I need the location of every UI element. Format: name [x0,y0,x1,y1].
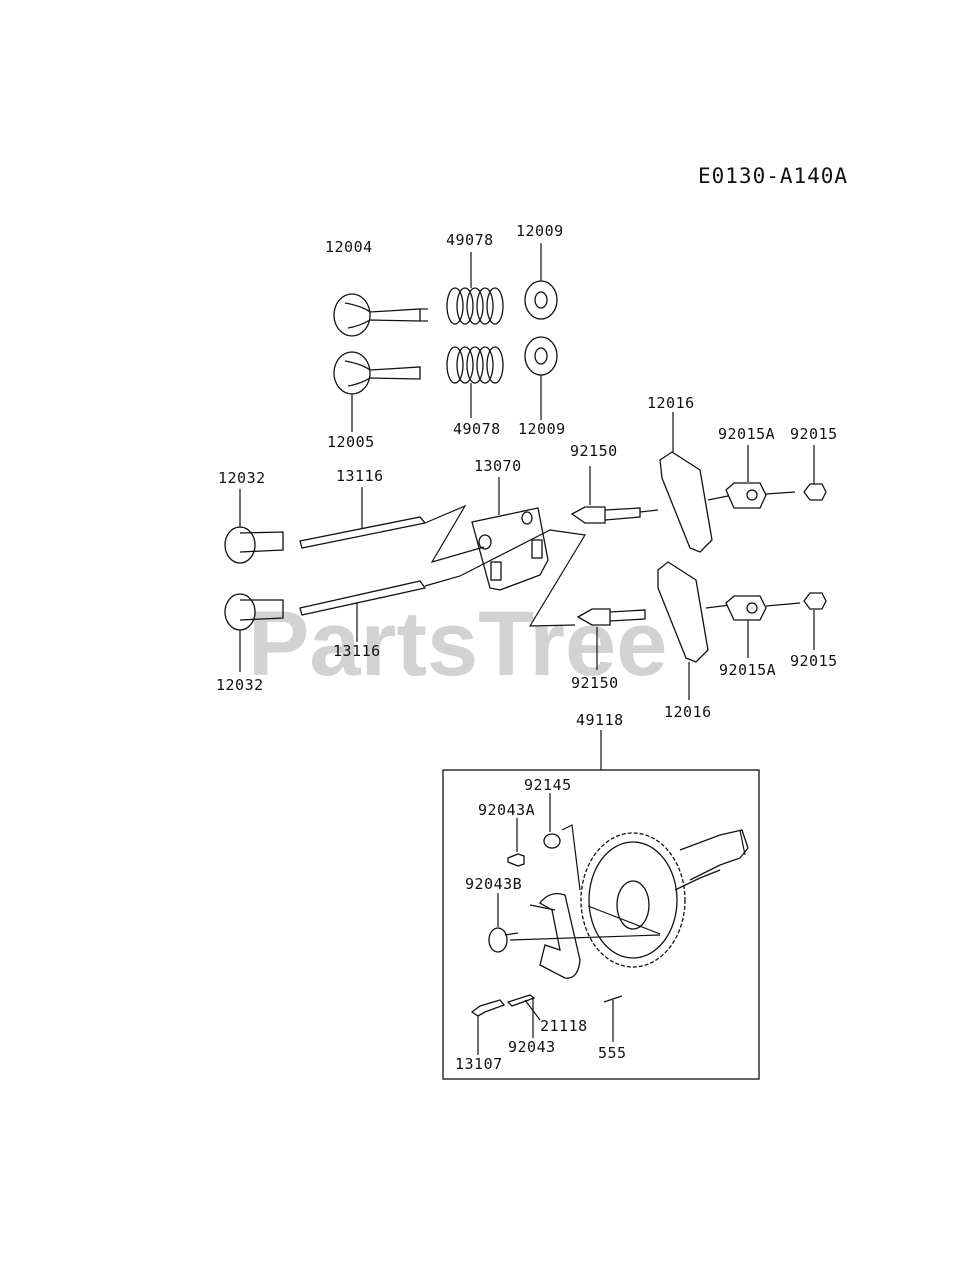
spring-92145 [543,793,581,891]
adjust-screw-top-92150 [570,466,659,524]
label-92015-top: 92015 [790,425,838,443]
camshaft-gear-49118 [580,829,749,968]
adjust-screw-bottom-92150 [576,608,646,670]
valve-spring-bottom-49078 [446,346,504,418]
tappet-top-12032 [224,489,284,564]
label-92043: 92043 [508,1038,556,1056]
diagram-code: E0130-A140A [698,164,848,188]
label-12016-top: 12016 [647,394,695,412]
label-92015A-bottom: 92015A [719,661,776,679]
camshaft-assembly-box [442,730,760,1080]
valve-spring-top-49078 [446,252,504,325]
label-555: 555 [598,1044,627,1062]
nut-top-92015 [803,445,827,501]
label-49078-top: 49078 [446,231,494,249]
label-12009-bottom: 12009 [518,420,566,438]
label-12005: 12005 [327,433,375,451]
push-rod-bottom-13116 [299,580,427,642]
label-12016-bottom: 12016 [664,703,712,721]
label-12032-bottom: 12032 [216,676,264,694]
label-12032-top: 12032 [218,469,266,487]
pin-21118-92043 [506,994,541,1038]
rocker-arm-bottom-12016 [657,561,739,700]
pin-92043A [507,818,525,867]
spring-retainer-top-12009 [524,243,558,320]
pin-555 [603,995,623,1042]
label-92015-bottom: 92015 [790,652,838,670]
valve-intake-12004 [333,293,428,337]
label-49118: 49118 [576,711,624,729]
label-92015A-top: 92015A [718,425,775,443]
tappet-bottom-12032 [224,593,284,672]
spring-retainer-bottom-12009 [524,336,558,420]
label-13116-bottom: 13116 [333,642,381,660]
label-13107: 13107 [455,1055,503,1073]
rocker-arm-top-12016 [659,412,739,553]
pin-13107 [470,999,506,1055]
label-13070: 13070 [474,457,522,475]
compression-release-plate [509,892,661,979]
valve-exhaust-12005 [333,351,421,432]
label-92150-bottom: 92150 [571,674,619,692]
pivot-nut-bottom-92015A [725,595,801,658]
label-92145: 92145 [524,776,572,794]
pin-92043B [488,893,519,953]
label-13116-top: 13116 [336,467,384,485]
guide-plate-13070 [424,477,586,627]
label-21118: 21118 [540,1017,588,1035]
label-12004: 12004 [325,238,373,256]
pivot-nut-top-92015A [725,445,796,509]
nut-bottom-92015 [803,592,827,650]
label-49078-bottom: 49078 [453,420,501,438]
label-92150-top: 92150 [570,442,618,460]
label-92043A: 92043A [478,801,535,819]
push-rod-top-13116 [299,487,427,549]
label-12009-top: 12009 [516,222,564,240]
label-92043B: 92043B [465,875,522,893]
